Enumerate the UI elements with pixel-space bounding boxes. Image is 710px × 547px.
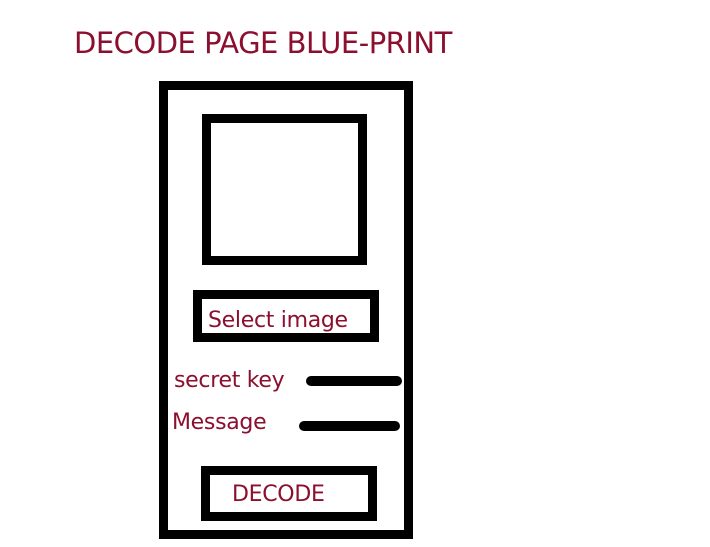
- message-field[interactable]: [299, 421, 400, 431]
- decode-button-label: DECODE: [232, 482, 325, 507]
- secret-key-label: secret key: [174, 368, 285, 393]
- image-preview-box: [202, 114, 367, 265]
- decode-button[interactable]: [201, 466, 377, 521]
- select-image-label: Select image: [208, 308, 348, 333]
- select-image-button[interactable]: [193, 290, 379, 342]
- message-label: Message: [172, 410, 267, 435]
- page-title: DECODE PAGE BLUE-PRINT: [74, 26, 452, 60]
- secret-key-input[interactable]: [306, 376, 402, 386]
